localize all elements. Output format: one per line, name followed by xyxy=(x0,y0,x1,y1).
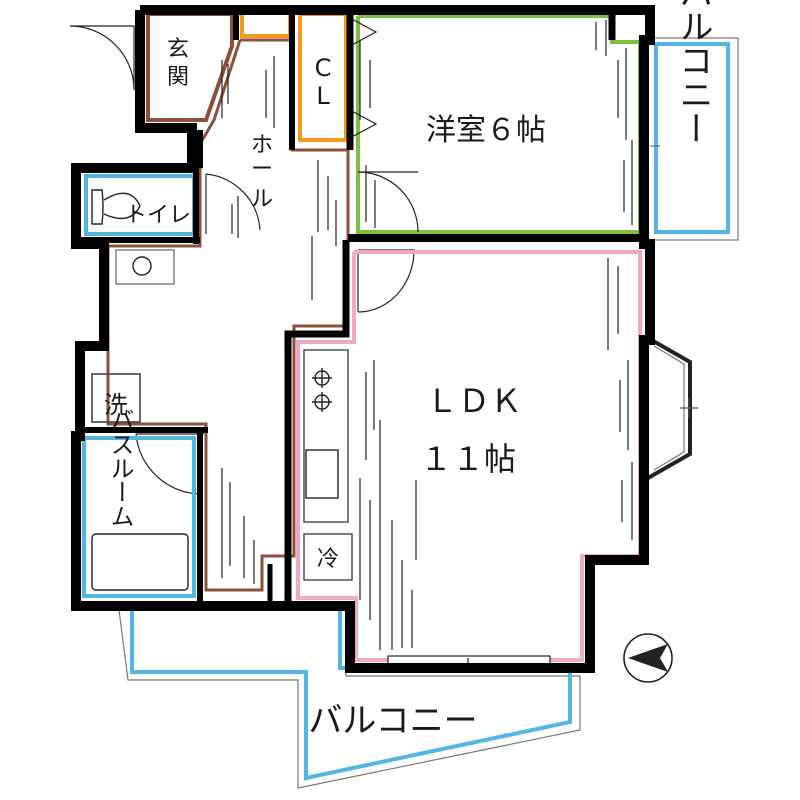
bathtub-icon xyxy=(91,533,189,591)
compass-icon xyxy=(623,633,673,683)
kitchen-sink xyxy=(305,449,339,499)
toilet-icon xyxy=(91,189,141,225)
walls xyxy=(71,5,655,673)
balcony-right: バルコニー xyxy=(647,0,739,241)
toilet-label: トイレ xyxy=(125,203,191,228)
kitchen-counter xyxy=(303,349,349,523)
balcony-bottom: バルコニー xyxy=(117,601,581,789)
ldk-size-label: １１帖 xyxy=(420,440,516,478)
entrance-label-2: 関 xyxy=(167,65,189,90)
sink-area xyxy=(115,249,175,285)
ldk-label: ＬＤＫ xyxy=(426,382,522,420)
closet-label-top: C xyxy=(315,54,332,82)
balcony-right-label: バルコニー xyxy=(673,0,713,145)
entrance: 玄 関 xyxy=(69,12,234,122)
hall-label-1: ホ xyxy=(251,133,273,158)
washroom: 洗 xyxy=(91,373,141,423)
hall-label-2: ー xyxy=(251,157,273,182)
bathroom-label: バスルーム xyxy=(106,408,134,528)
hall: ホ ー ル xyxy=(106,38,415,592)
shoe-storage xyxy=(240,10,292,38)
fridge-label: 冷 xyxy=(317,547,339,572)
balcony-bottom-label: バルコニー xyxy=(308,701,477,741)
ldk: 冷 ＬＤＫ １１帖 xyxy=(296,250,698,669)
western-room-label: 洋室６帖 xyxy=(426,113,546,148)
stove-icon xyxy=(312,368,332,412)
hall-label-3: ル xyxy=(251,187,273,212)
entrance-label-1: 玄 xyxy=(167,37,189,62)
washroom-label: 洗 xyxy=(104,391,128,419)
sink-icon xyxy=(132,256,152,276)
closet-label-bottom: L xyxy=(316,82,330,110)
western-room: 洋室６帖 xyxy=(354,14,644,234)
toilet: トイレ xyxy=(84,174,196,236)
bathroom: バスルーム xyxy=(82,408,196,598)
